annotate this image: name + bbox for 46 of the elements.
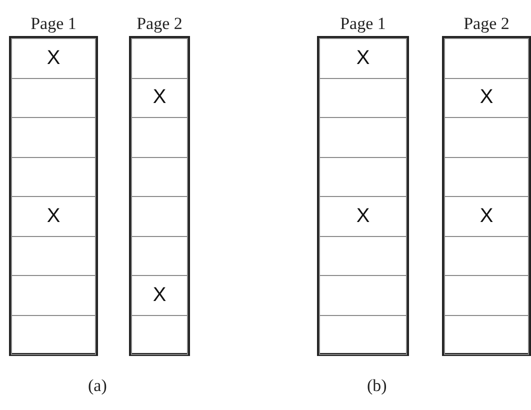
page-heading: Page 1 [339, 14, 387, 34]
x-mark: X [356, 46, 370, 70]
empty-slot [319, 314, 407, 355]
empty-slot [444, 314, 529, 355]
x-mark: X [356, 204, 370, 228]
empty-slot [319, 275, 407, 316]
panel-caption: (a) [88, 376, 107, 396]
empty-slot [11, 275, 96, 316]
empty-slot [11, 117, 96, 158]
empty-slot [131, 38, 188, 78]
x-mark: X [46, 204, 60, 228]
empty-slot [444, 117, 529, 158]
x-mark: X [480, 86, 494, 110]
empty-slot [319, 78, 407, 118]
x-mark: X [480, 204, 494, 228]
empty-slot [131, 156, 188, 197]
empty-slot [444, 275, 529, 316]
empty-slot [444, 38, 529, 78]
marked-slot [131, 275, 188, 316]
empty-slot [11, 78, 96, 118]
marked-slot [319, 196, 407, 236]
empty-slot [11, 156, 96, 197]
empty-slot [319, 117, 407, 158]
marked-slot [444, 196, 529, 236]
marked-slot [131, 78, 188, 118]
x-mark: X [46, 46, 60, 70]
marked-slot [319, 38, 407, 78]
marked-slot [444, 78, 529, 118]
empty-slot [444, 236, 529, 276]
empty-slot [11, 314, 96, 355]
empty-slot [131, 314, 188, 355]
marked-slot [11, 38, 96, 78]
empty-slot [11, 236, 96, 276]
empty-slot [131, 117, 188, 158]
panel-caption: (b) [367, 376, 387, 396]
marked-slot [11, 196, 96, 236]
x-mark: X [152, 284, 166, 307]
empty-slot [131, 236, 188, 276]
x-mark: X [152, 86, 166, 110]
page-heading: Page 2 [462, 14, 510, 34]
page-heading: Page 1 [30, 14, 78, 34]
empty-slot [444, 156, 529, 197]
empty-slot [131, 196, 188, 236]
page-heading: Page 2 [136, 14, 184, 34]
empty-slot [319, 236, 407, 276]
empty-slot [319, 156, 407, 197]
